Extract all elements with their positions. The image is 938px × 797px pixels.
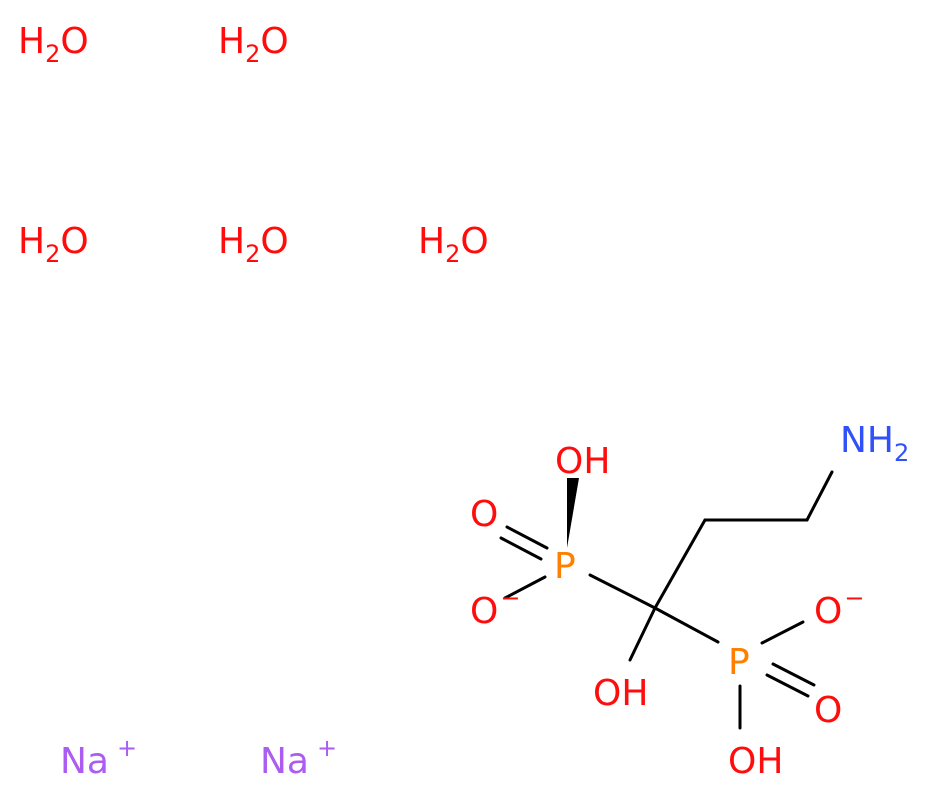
bond-c1-oh	[628, 606, 657, 662]
sodium-charge: +	[317, 734, 337, 762]
hydroxyl-group: OH	[593, 673, 648, 714]
bond-n-c3	[805, 470, 834, 522]
bond-p1-o-minus	[503, 575, 547, 600]
svg-text:H2O: H2O	[18, 221, 89, 268]
anionic-oxygen: O	[814, 591, 842, 632]
sodium-ion: Na +	[60, 734, 137, 782]
water-oxygen: O	[260, 221, 288, 262]
bond-c2-c1	[653, 518, 707, 610]
water-hydrogen-count: 2	[245, 240, 260, 268]
negative-charge: −	[500, 584, 520, 612]
sodium-charge: +	[117, 734, 137, 762]
anionic-oxygen: O	[470, 591, 498, 632]
hydroxyl-group: OH	[555, 441, 610, 482]
double-bond-oxygen: O	[470, 494, 498, 535]
sodium-symbol: Na	[60, 741, 109, 782]
water-oxygen: O	[60, 21, 88, 62]
water-hydrogen: H	[18, 221, 45, 262]
svg-text:O−: O−	[814, 584, 864, 632]
water-molecule: H2O	[218, 21, 289, 68]
phosphorus-atom: P	[728, 642, 750, 683]
svg-text:H2O: H2O	[218, 221, 289, 268]
svg-text:Na+: Na +	[260, 734, 337, 782]
sodium-ion: Na +	[260, 734, 337, 782]
double-bond-oxygen: O	[814, 690, 842, 731]
water-oxygen: O	[60, 221, 88, 262]
bond-p2-o-double-a	[765, 673, 810, 698]
water-molecule: H2O	[18, 221, 89, 268]
svg-text:O−: O−	[470, 584, 520, 632]
water-molecule: H2O	[218, 221, 289, 268]
water-hydrogen: H	[418, 221, 445, 262]
bond-p2-o-double-b	[771, 662, 816, 687]
water-hydrogen: H	[18, 21, 45, 62]
water-oxygen: O	[260, 21, 288, 62]
bond-p2-o-minus	[760, 620, 805, 645]
water-molecule: H2O	[418, 221, 489, 268]
phosphonate-right: P OH O O−	[728, 584, 864, 782]
water-hydrogen-count: 2	[245, 40, 260, 68]
water-hydrogen-count: 2	[45, 40, 60, 68]
amine-symbol: NH	[840, 420, 894, 461]
svg-text:H2O: H2O	[418, 221, 489, 268]
svg-text:NH2: NH2	[840, 420, 909, 467]
hydroxyl-group: OH	[728, 741, 783, 782]
water-hydrogen: H	[218, 21, 245, 62]
bond-c1-p2	[653, 606, 720, 644]
bond-p1-o-double-b	[499, 536, 543, 561]
negative-charge: −	[844, 584, 864, 612]
amine-group: NH2	[840, 420, 909, 467]
bond-p1-oh-wedge	[567, 478, 579, 548]
phosphorus-atom: P	[554, 546, 576, 587]
water-hydrogen-count: 2	[45, 240, 60, 268]
bonds	[499, 470, 834, 730]
water-oxygen: O	[460, 221, 488, 262]
water-molecule: H2O	[18, 21, 89, 68]
sodium-symbol: Na	[260, 741, 309, 782]
svg-text:H2O: H2O	[18, 21, 89, 68]
svg-text:H2O: H2O	[218, 21, 289, 68]
water-hydrogen-count: 2	[445, 240, 460, 268]
phosphonate-left: P OH O O−	[470, 441, 610, 632]
bond-p1-c1	[588, 573, 657, 610]
svg-text:Na+: Na +	[60, 734, 137, 782]
carbon-hydroxyl: OH	[593, 673, 648, 714]
amine-hydrogen-count: 2	[894, 439, 909, 467]
bond-p1-o-double-a	[505, 525, 549, 550]
water-hydrogen: H	[218, 221, 245, 262]
